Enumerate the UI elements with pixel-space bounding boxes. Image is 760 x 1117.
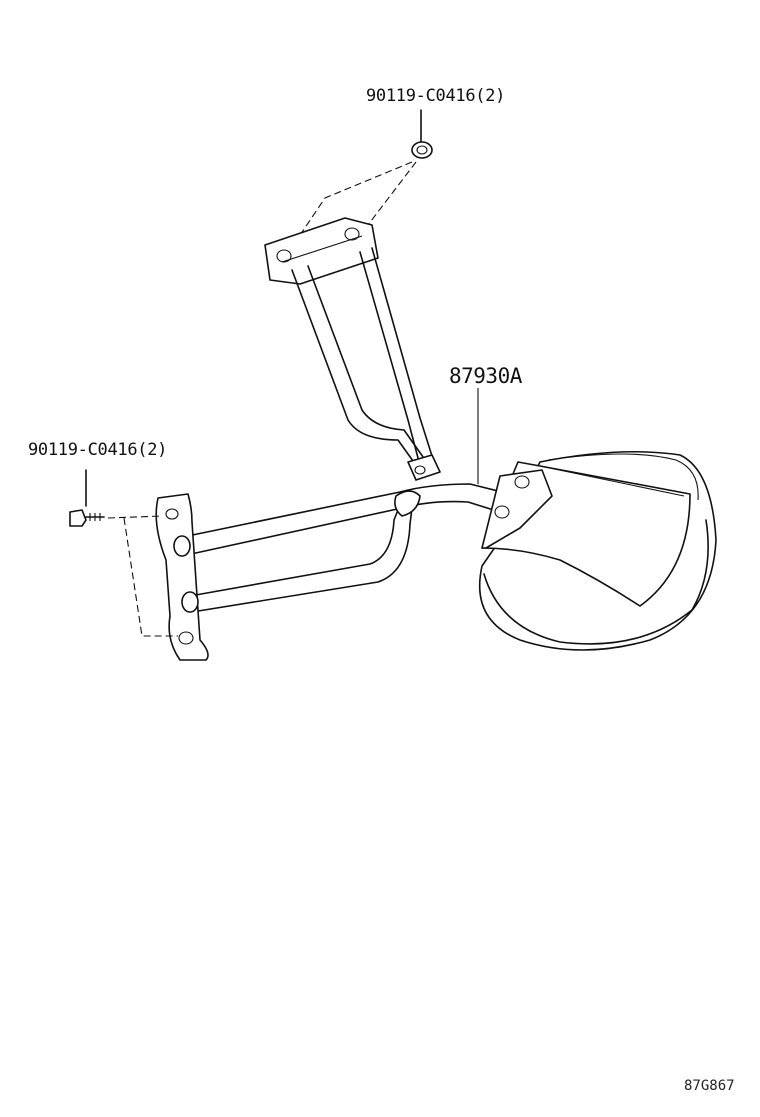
left-bolt[interactable]	[69, 469, 105, 527]
rod-joint-clamp	[407, 454, 441, 481]
figure-code: 87G867	[684, 1078, 735, 1094]
mirror-arm-tube	[177, 483, 511, 613]
mirror-head	[478, 450, 717, 651]
upper-mount-bracket	[264, 217, 379, 285]
top-bolt[interactable]	[411, 109, 433, 159]
left-bolt-leader-dashes	[107, 515, 178, 637]
top-bolt-part-number[interactable]: 90119-C0416(2)	[366, 86, 506, 106]
left-bolt-part-number[interactable]: 90119-C0416(2)	[28, 440, 168, 460]
lower-mount-plate	[155, 493, 209, 661]
upper-stay-rods	[291, 247, 433, 469]
mirror-assembly-part-number[interactable]: 87930A	[449, 364, 522, 388]
